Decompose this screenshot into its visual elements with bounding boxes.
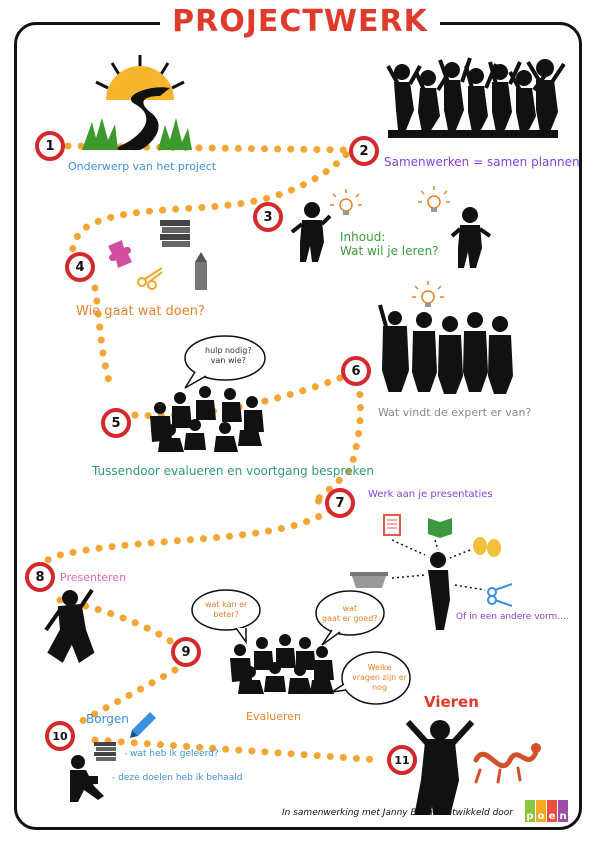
pot-icon xyxy=(350,572,388,588)
step-marker-11: 11 xyxy=(387,745,417,775)
logo-letter: e xyxy=(547,800,557,822)
step-marker-3: 3 xyxy=(253,202,283,232)
footer-credit: In samenwerking met Janny Bolink ontwikk… xyxy=(282,808,513,818)
step-number: 7 xyxy=(335,496,344,511)
scissors-icon xyxy=(137,267,163,290)
scissors-icon xyxy=(487,583,513,607)
step-number: 9 xyxy=(181,645,190,660)
step-marker-6: 6 xyxy=(341,356,371,386)
page-title: PROJECTWERK xyxy=(0,4,600,39)
step-8-label: Presenteren xyxy=(60,571,127,584)
help-bubble-text: hulp nodig? van wie? xyxy=(205,346,252,365)
step-2-label: Samenwerken = samen plannen xyxy=(384,155,580,169)
step-marker-2: 2 xyxy=(349,136,379,166)
evaluation-speech-bubbles xyxy=(191,589,411,705)
logo-letter: o xyxy=(536,800,546,822)
step-6-label: Wat vindt de expert er van? xyxy=(378,406,532,419)
step-number: 3 xyxy=(263,210,272,225)
step-marker-10: 10 xyxy=(45,721,75,751)
questions-bubble-text: Welke vragen zijn er nog xyxy=(352,663,408,692)
step-number: 4 xyxy=(75,260,84,275)
document-icon xyxy=(383,514,401,536)
step-number: 6 xyxy=(351,364,360,379)
step-number: 5 xyxy=(111,416,120,431)
step-4-label: Wie gaat wat doen? xyxy=(76,304,205,319)
step-number: 10 xyxy=(52,730,68,743)
step-marker-1: 1 xyxy=(35,131,65,161)
step-9-label: Evalueren xyxy=(246,710,302,723)
crayon-icon xyxy=(195,252,207,290)
reading-person-silhouette xyxy=(70,755,104,802)
dragon-icon xyxy=(473,743,541,784)
celebrating-child-silhouette xyxy=(405,719,475,815)
theater-masks-icon xyxy=(473,537,501,557)
step-marker-7: 7 xyxy=(325,488,355,518)
better-bubble-text: wat kan er beter? xyxy=(205,600,248,619)
step-7-label: Werk aan je presentaties xyxy=(368,489,493,500)
presenter-silhouette xyxy=(428,552,450,630)
borgen-item-1: - wat heb ik geleerd? xyxy=(124,749,219,759)
step-1-label: Onderwerp van het project xyxy=(68,160,217,173)
step-number: 11 xyxy=(394,754,409,767)
presentation-icons xyxy=(350,514,513,630)
pen-icon xyxy=(130,712,156,738)
step-10-label: Borgen xyxy=(86,712,129,726)
jumping-person-silhouette xyxy=(44,588,95,664)
step-number: 1 xyxy=(45,139,54,154)
step-number: 2 xyxy=(359,144,368,159)
books-stack-small-icon xyxy=(94,742,116,761)
thinking-figures-silhouette xyxy=(290,202,492,268)
logo-letter: n xyxy=(558,800,568,822)
logo-letter: p xyxy=(525,800,535,822)
step-11-label: Vieren xyxy=(424,693,479,711)
books-stack-icon xyxy=(160,220,190,247)
step-marker-5: 5 xyxy=(101,408,131,438)
meeting-group-silhouette xyxy=(150,386,264,452)
borgen-item-2: - deze doelen heb ik behaald xyxy=(112,773,243,783)
step-marker-8: 8 xyxy=(25,562,55,592)
experts-silhouette xyxy=(378,304,513,394)
poen-logo: p o e n xyxy=(525,800,568,822)
book-icon xyxy=(428,518,452,538)
other-form-label: Of in een andere vorm.... xyxy=(456,612,569,622)
help-speech-bubble xyxy=(184,335,266,389)
step-3-label: Inhoud: Wat wil je leren? xyxy=(340,230,439,258)
good-bubble-text: wat gaat er goed? xyxy=(322,604,378,623)
step-marker-4: 4 xyxy=(65,252,95,282)
jumping-kids-silhouette xyxy=(386,57,566,138)
step-number: 8 xyxy=(35,570,44,585)
step-5-label: Tussendoor evalueren en voortgang bespre… xyxy=(92,464,374,478)
evaluation-group-silhouette xyxy=(230,634,334,694)
puzzle-piece-icon xyxy=(108,240,132,268)
lightbulb-icon xyxy=(330,186,450,307)
sunrise-road-illustration xyxy=(82,55,192,150)
dotted-path xyxy=(36,142,384,764)
step-marker-9: 9 xyxy=(171,637,201,667)
